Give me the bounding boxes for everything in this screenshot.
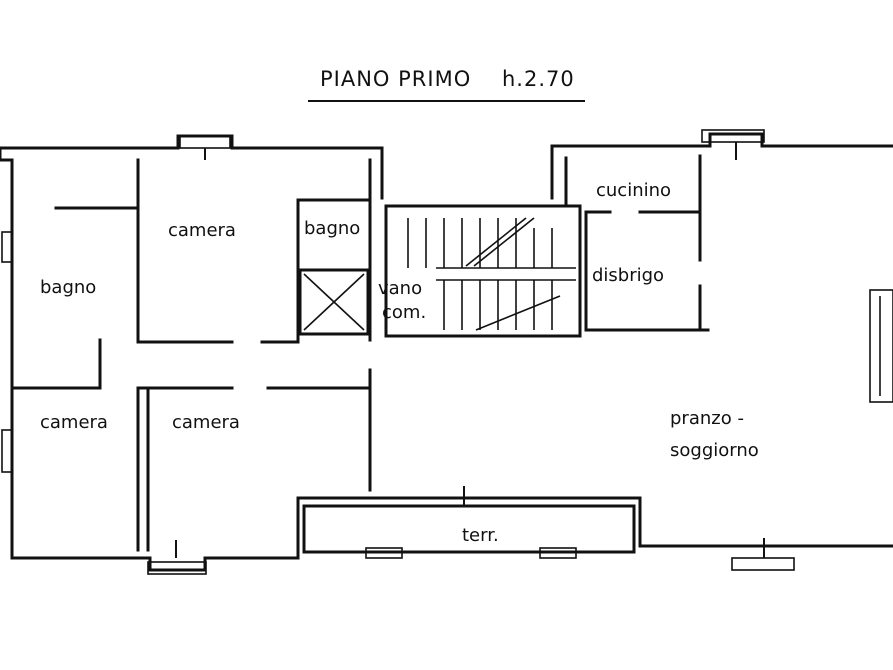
label-terrazzo: terr. — [462, 525, 499, 546]
label-vano-com-1: vano — [378, 278, 422, 299]
label-soggiorno: soggiorno — [670, 440, 759, 461]
room-labels: camera bagno bagno camera camera vano co… — [40, 180, 759, 546]
elevator-shaft — [298, 268, 370, 336]
label-cucinino: cucinino — [596, 180, 671, 201]
plan-title: PIANO PRIMO h.2.70 — [308, 67, 585, 102]
label-vano-com-2: com. — [382, 302, 426, 323]
label-camera-2: camera — [40, 412, 108, 433]
label-pranzo: pranzo - — [670, 408, 744, 429]
label-disbrigo: disbrigo — [592, 265, 664, 286]
exterior-walls — [0, 134, 893, 575]
stairwell — [384, 204, 582, 338]
floor-name: PIANO PRIMO — [320, 67, 471, 91]
label-bagno-2: bagno — [304, 218, 360, 239]
floor-height: h.2.70 — [502, 67, 575, 91]
label-bagno-1: bagno — [40, 277, 96, 298]
right-wing-walls — [550, 129, 893, 571]
label-camera-3: camera — [172, 412, 240, 433]
terrace — [302, 486, 636, 559]
label-camera-1: camera — [168, 220, 236, 241]
interior-walls — [10, 158, 372, 552]
